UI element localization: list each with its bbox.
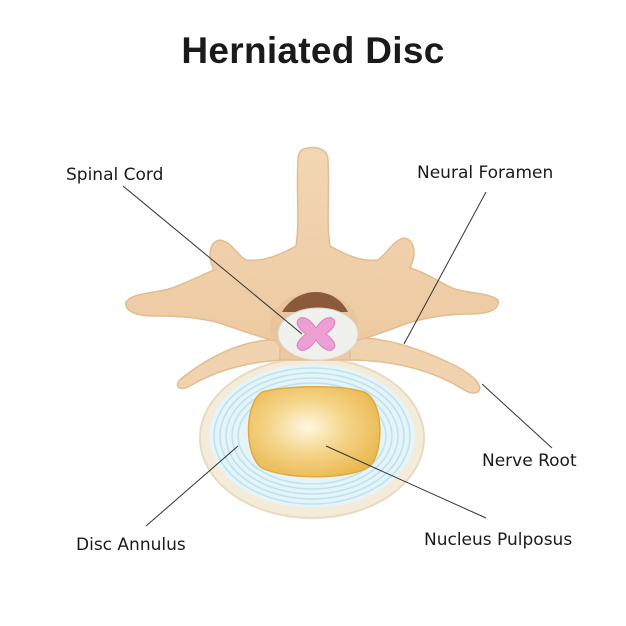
leader-lines (122, 185, 553, 527)
leader-nerve-root (481, 383, 553, 449)
diagram-title: Herniated Disc (181, 30, 445, 71)
leader-disc-annulus (145, 445, 239, 527)
label-nucleus-pulposus: Nucleus Pulposus (424, 530, 573, 550)
leader-neural-foramen (403, 191, 487, 345)
label-nerve-root: Nerve Root (482, 451, 577, 471)
nerve-root-right (347, 337, 481, 394)
label-disc-annulus: Disc Annulus (76, 535, 186, 555)
spinal-cord-gray-matter (296, 317, 336, 351)
label-spinal-cord: Spinal Cord (66, 165, 164, 185)
spinal-cord (277, 307, 359, 361)
leader-nucleus-pulposus (325, 445, 487, 519)
nucleus-pulposus (247, 385, 381, 478)
leader-spinal-cord (122, 185, 303, 335)
nerve-root-left (176, 339, 283, 390)
label-neural-foramen: Neural Foramen (417, 163, 554, 183)
